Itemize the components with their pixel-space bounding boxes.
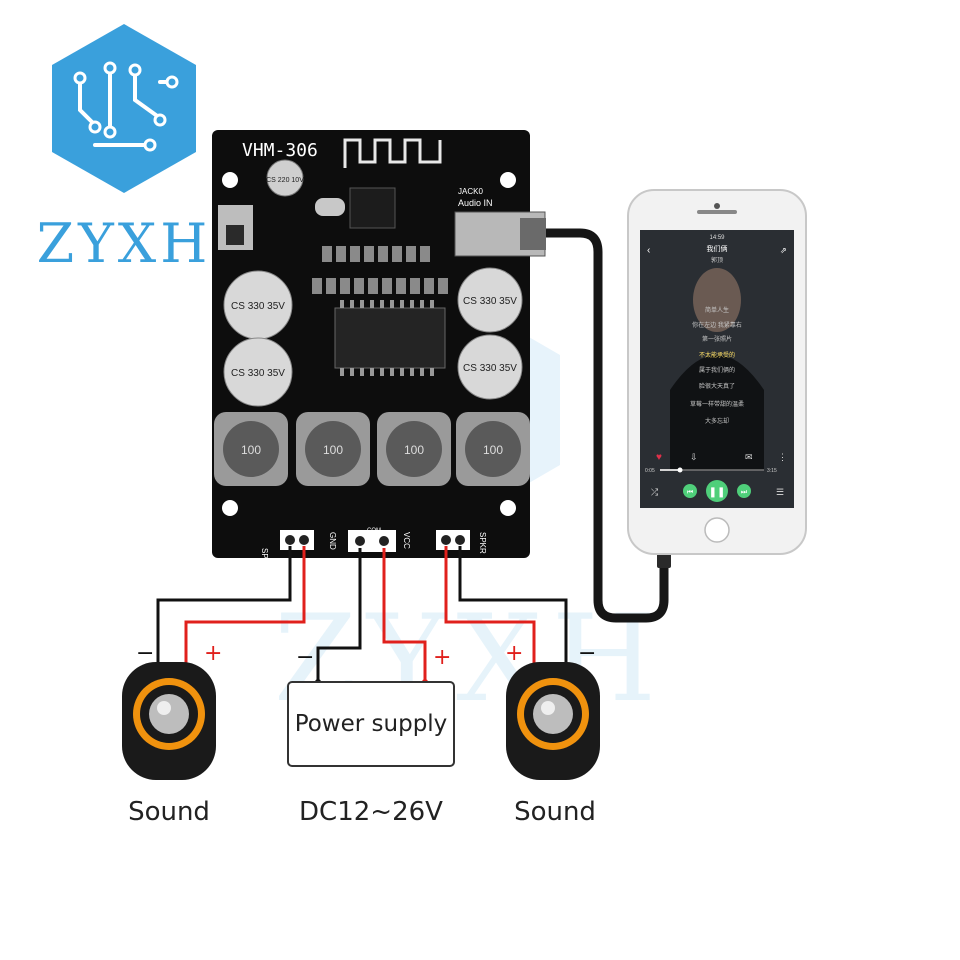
play-pause-button[interactable]	[706, 480, 728, 502]
heart-icon[interactable]: ♥	[656, 452, 662, 463]
audio-in-label: Audio IN	[458, 198, 493, 208]
lyric-line: 属于我们俩的	[699, 366, 735, 374]
pin-label-spkl: SPKL	[260, 548, 269, 569]
small-capacitor-label: CS 220 10V	[266, 177, 304, 184]
amplifier-chip	[334, 307, 446, 369]
pin-label-vcc: VCC	[402, 532, 411, 549]
left-sound-label: Sound	[128, 797, 210, 827]
power-plus-mark: +	[433, 645, 451, 670]
next-icon: ⏭	[741, 489, 748, 496]
board-model: VHM-306	[242, 140, 318, 161]
previous-icon: ⏮	[687, 489, 693, 496]
progress-thumb[interactable]	[677, 467, 683, 473]
terminal-right-speaker: SPKR	[436, 530, 487, 554]
playlist-icon[interactable]: ☰	[776, 487, 784, 497]
lyric-line: 脸很大天真了	[699, 382, 735, 390]
wire-power-red	[382, 548, 427, 682]
previous-button[interactable]	[683, 484, 697, 498]
inductor-2: 100	[296, 412, 370, 486]
power-minus-mark: −	[296, 645, 314, 670]
home-button[interactable]	[704, 517, 730, 543]
power-supply-box	[287, 681, 455, 767]
crystal	[315, 198, 345, 216]
inductor-label: 100	[323, 443, 343, 457]
power-supply-label: Power supply	[295, 711, 448, 737]
bluetooth-chip	[349, 187, 396, 229]
shuffle-icon[interactable]: ⤮	[651, 487, 658, 497]
inductor-label: 100	[241, 443, 261, 457]
logo-text: ZYXH	[37, 212, 212, 275]
capacitor-label: CS 330 35V	[463, 363, 517, 374]
lyric-line: 简单人生	[705, 306, 729, 314]
wire-power-black	[316, 548, 362, 682]
amplifier-board: VHM-306 CS 220 10V JACK0 Audio IN	[212, 130, 546, 569]
more-icon[interactable]: ⋮	[778, 452, 787, 462]
right-minus-mark: −	[578, 641, 596, 666]
lyric-line: 大多忘却	[705, 417, 729, 425]
left-plus-mark: +	[204, 641, 222, 666]
wire-left-red	[184, 546, 306, 665]
inductor-label: 100	[483, 443, 503, 457]
capacitor-right-bottom: CS 330 35V	[457, 334, 523, 400]
left-minus-mark: −	[136, 641, 154, 666]
wire-right-red	[444, 546, 536, 665]
wire-right-black	[458, 546, 568, 665]
right-sound-label: Sound	[514, 797, 596, 827]
terminal-power: GND COM VCC	[328, 528, 411, 552]
time-elapsed: 0:05	[645, 468, 655, 474]
terminal-left-speaker: SPKL	[260, 530, 314, 569]
time-total: 3:15	[767, 468, 777, 474]
download-icon[interactable]: ⇩	[690, 452, 698, 462]
lyric-line: 第一张照片	[702, 335, 732, 343]
back-arrow-icon: ‹	[647, 245, 650, 256]
comment-icon[interactable]: ✉	[745, 452, 753, 462]
lyric-line: 你在左边 我紧靠右	[692, 321, 742, 329]
capacitor-right-top: CS 330 35V	[457, 267, 523, 333]
pause-icon: ❚❚	[709, 487, 726, 498]
pin-label-spkr: SPKR	[478, 532, 487, 554]
voltage-label: DC12~26V	[299, 797, 443, 827]
capacitor-label: CS 330 35V	[231, 368, 285, 379]
wires	[156, 546, 568, 682]
small-capacitor	[266, 159, 304, 197]
lyric-line: 郭顶	[711, 256, 723, 264]
brand-logo: ZYXH	[37, 24, 212, 275]
wire-left-black	[156, 546, 292, 665]
capacitor-left-top: CS 330 35V	[223, 270, 293, 340]
inductor-1: 100	[214, 412, 288, 486]
capacitor-label: CS 330 35V	[463, 296, 517, 307]
jack-label: JACK0	[458, 187, 483, 196]
capacitor-left-bottom: CS 330 35V	[223, 337, 293, 407]
lyric-line-current: 不太能承受的	[699, 351, 735, 359]
lyric-line: 草莓一样带甜的温柔	[690, 400, 744, 408]
status-time: 14:59	[709, 235, 725, 241]
inductor-3: 100	[377, 412, 451, 486]
smartphone: 14:59 ‹ ⇗ 我们俩 郭顶 简单人生 你在左边 我紧靠右 第一张照片 不太…	[627, 189, 807, 555]
song-title: 我们俩	[707, 244, 728, 253]
antenna-trace	[343, 138, 442, 168]
inductor-4: 100	[456, 412, 530, 486]
left-speaker	[122, 662, 216, 780]
hexagon-logo-icon	[52, 24, 196, 193]
capacitor-label: CS 330 35V	[231, 301, 285, 312]
right-speaker	[506, 662, 600, 780]
audio-cable	[545, 228, 669, 623]
pin-label-gnd: GND	[328, 532, 337, 550]
inductor-label: 100	[404, 443, 424, 457]
right-plus-mark: +	[505, 641, 523, 666]
pin-label-com: COM	[367, 528, 381, 534]
next-button[interactable]	[737, 484, 751, 498]
share-icon: ⇗	[780, 246, 787, 255]
